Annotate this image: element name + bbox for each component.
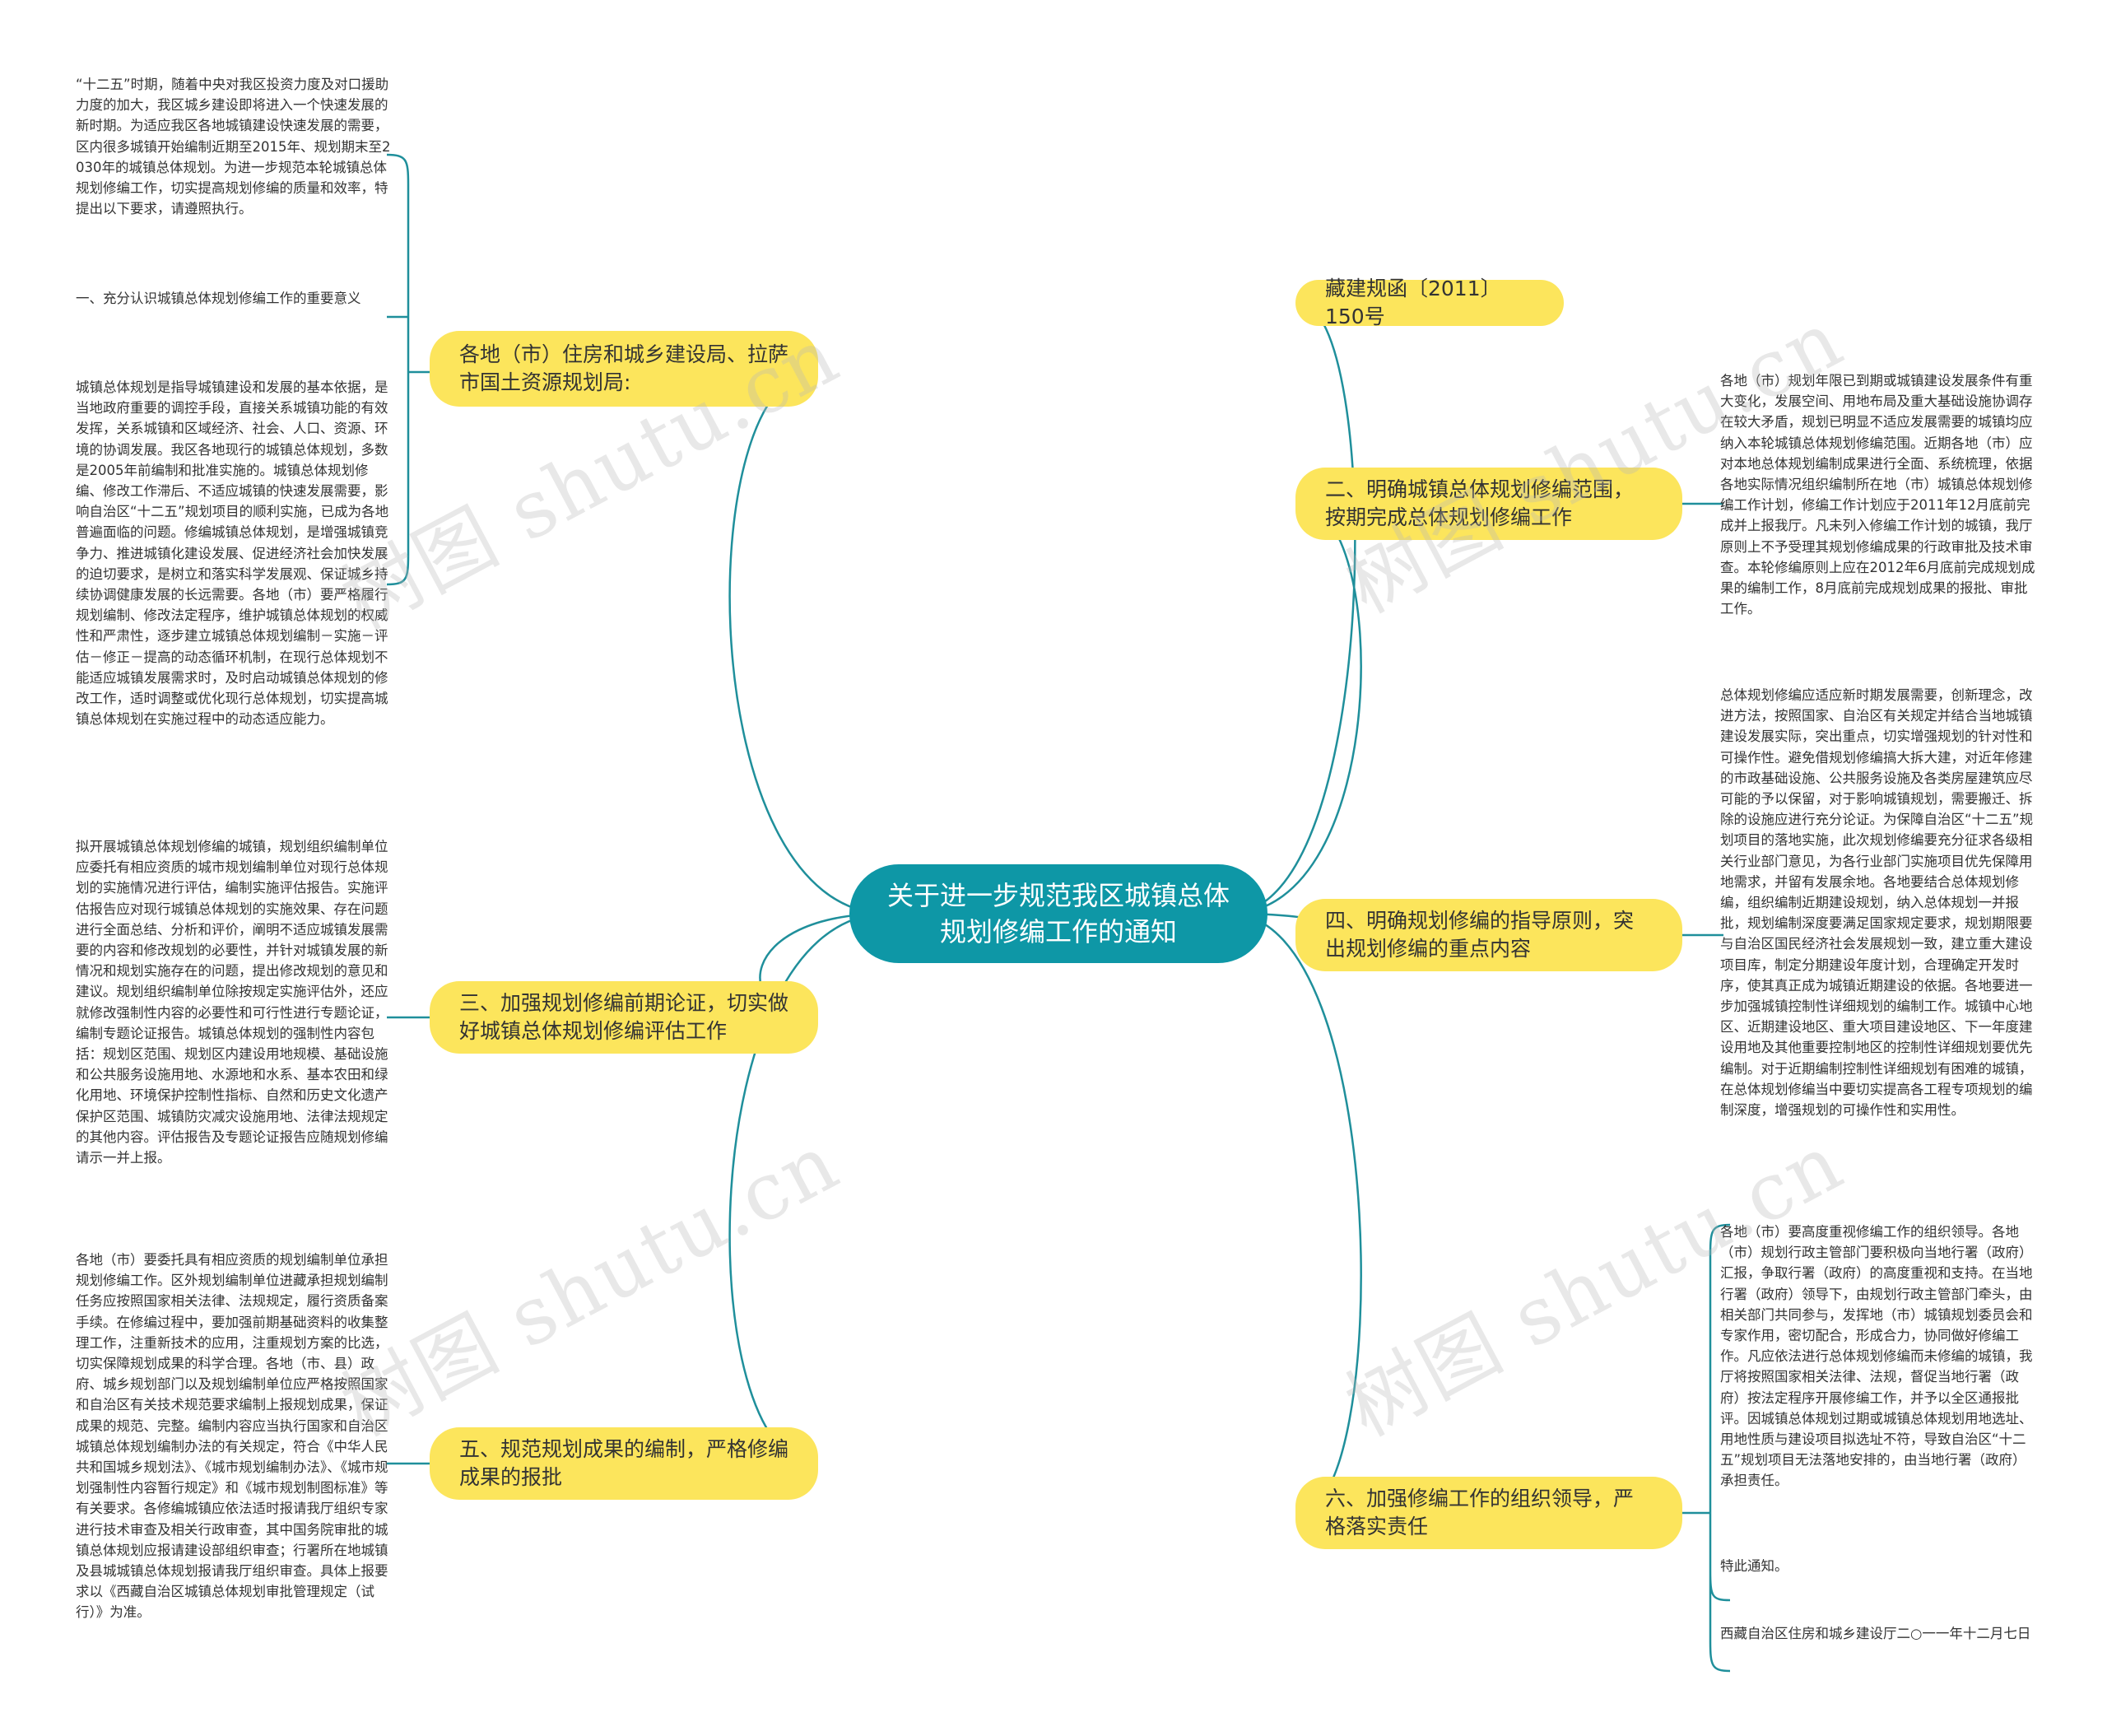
bracket-section2 [1682, 502, 1723, 505]
link-center-section2 [1229, 502, 1362, 915]
branch-section3-text: 三、加强规划修编前期论证，切实做好城镇总体规划修编评估工作 [459, 991, 789, 1043]
leaf-section6-body: 各地（市）要高度重视修编工作的组织领导。各地（市）规划行政主管部门要积极向当地行… [1720, 1224, 2033, 1489]
leaf-intro: “十二五”时期，随着中央对我区投资力度及对口援助力度的加大，我区城乡建设即将进入… [76, 77, 391, 217]
leaf-signature: 西藏自治区住房和城乡建设厅二○一一年十二月七日 [1720, 1626, 2031, 1641]
bracket-section4 [1682, 933, 1723, 937]
branch-section6-text: 六、加强修编工作的组织领导，严格落实责任 [1325, 1487, 1635, 1538]
link-center-addressee [728, 370, 888, 915]
leaf-closing: 特此通知。 [1720, 1558, 1788, 1574]
branch-doc-number[interactable]: 藏建规函〔2011〕150号 [1295, 277, 1564, 328]
link-center-section6 [1229, 912, 1362, 1515]
branch-section2[interactable]: 二、明确城镇总体规划修编范围，按期完成总体规划修编工作 [1295, 468, 1682, 540]
leaf-section5-body: 各地（市）要委托具有相应资质的规划编制单位承担规划修编工作。区外规划编制单位进藏… [76, 1252, 388, 1621]
leaf-section3-body: 拟开展城镇总体规划修编的城镇，规划组织编制单位应委托有相应资质的城市规划编制单位… [76, 839, 388, 1166]
branch-section6[interactable]: 六、加强修编工作的组织领导，严格落实责任 [1295, 1477, 1682, 1549]
central-topic[interactable]: 关于进一步规范我区城镇总体规划修编工作的通知 [849, 864, 1267, 963]
link-center-docnumber [1229, 301, 1356, 915]
branch-addressee[interactable]: 各地（市）住房和城乡建设局、拉萨市国土资源规划局: [430, 331, 818, 407]
branch-section2-text: 二、明确城镇总体规划修编范围，按期完成总体规划修编工作 [1325, 477, 1635, 529]
branch-doc-number-text: 藏建规函〔2011〕150号 [1325, 277, 1501, 328]
bracket-section6 [1682, 1223, 1731, 1673]
bracket-addressee [387, 153, 430, 586]
bracket-section3 [387, 1016, 430, 1019]
branch-section4[interactable]: 四、明确规划修编的指导原则，突出规划修编的重点内容 [1295, 899, 1682, 971]
branch-section3[interactable]: 三、加强规划修编前期论证，切实做好城镇总体规划修编评估工作 [430, 981, 818, 1054]
branch-section5-text: 五、规范规划成果的编制，严格修编成果的报批 [459, 1437, 789, 1489]
branch-addressee-text: 各地（市）住房和城乡建设局、拉萨市国土资源规划局: [459, 342, 789, 394]
leaf-section2-body: 各地（市）规划年限已到期或城镇建设发展条件有重大变化，发展空间、用地布局及重大基… [1720, 373, 2035, 617]
branch-section5[interactable]: 五、规范规划成果的编制，严格修编成果的报批 [430, 1427, 818, 1500]
leaf-section4-body: 总体规划修编应适应新时期发展需要，创新理念，改进方法，按照国家、自治区有关规定并… [1720, 687, 2034, 1119]
leaf-section1-body: 城镇总体规划是指导城镇建设和发展的基本依据，是当地政府重要的调控手段，直接关系城… [76, 379, 389, 728]
branch-section4-text: 四、明确规划修编的指导原则，突出规划修编的重点内容 [1325, 909, 1635, 961]
leaf-section1-title: 一、充分认识城镇总体规划修编工作的重要意义 [76, 291, 361, 306]
central-topic-text: 关于进一步规范我区城镇总体规划修编工作的通知 [887, 880, 1230, 947]
bracket-section5 [387, 1462, 430, 1465]
